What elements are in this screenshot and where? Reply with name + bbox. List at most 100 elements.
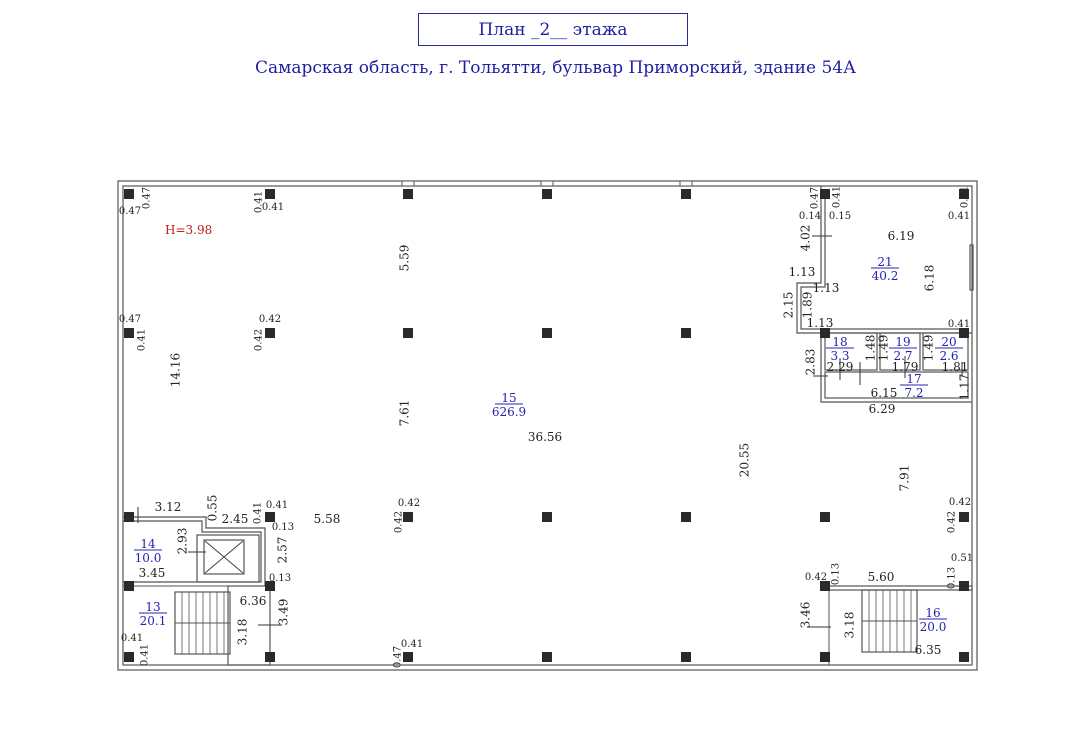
dimension-label: 0.15 — [829, 211, 851, 222]
dimension-label: 0.41 — [266, 500, 288, 511]
dimension-label: 3.18 — [236, 619, 250, 646]
column — [265, 328, 275, 338]
dimension-label: 3.49 — [277, 599, 291, 626]
room-labels: 15626.92140.2183.3192.7202.6177.21410.01… — [134, 255, 963, 634]
dimension-label: 1.17 — [958, 374, 972, 401]
column — [403, 189, 413, 199]
column — [959, 328, 969, 338]
column — [959, 512, 969, 522]
dimension-label: 3.46 — [799, 602, 813, 629]
dimension-label: 0.42 — [949, 497, 971, 508]
column — [820, 328, 830, 338]
column — [403, 328, 413, 338]
dimension-label: 0.47 — [142, 187, 153, 209]
dimension-label: 1.89 — [801, 292, 815, 319]
room-label-20: 202.6 — [935, 335, 963, 363]
room-number: 20 — [941, 335, 956, 349]
column — [542, 652, 552, 662]
dimension-label: 5.59 — [398, 245, 412, 272]
dimension-label: 0.41 — [262, 202, 284, 213]
dimension-label: 1.79 — [892, 360, 919, 374]
room-label-18: 183.3 — [826, 335, 854, 363]
column — [959, 652, 969, 662]
dimension-label: 0.47 — [119, 314, 141, 325]
dimension-label: 1.49 — [877, 335, 891, 362]
column — [820, 512, 830, 522]
column — [265, 189, 275, 199]
stair-steps — [181, 590, 912, 654]
dimension-label: 2.93 — [176, 528, 190, 555]
dimension-label: 0.47 — [810, 187, 821, 209]
dimension-label: 0.42 — [805, 572, 827, 583]
window — [401, 180, 415, 187]
column — [681, 189, 691, 199]
room-area: 626.9 — [492, 405, 526, 419]
dimension-label: 0.41 — [948, 211, 970, 222]
window — [679, 180, 693, 187]
dimension-label: 0.13 — [272, 522, 294, 533]
dimension-label: 0.41 — [121, 633, 143, 644]
room-area: 7.2 — [904, 386, 923, 400]
dimension-label: 0.13 — [831, 563, 842, 585]
column — [959, 189, 969, 199]
dimension-label: 0.47 — [119, 206, 141, 217]
dimension-label: 1.13 — [813, 281, 840, 295]
dimension-label: 0.41 — [140, 644, 151, 666]
column — [265, 581, 275, 591]
dimension-label: 36.56 — [528, 430, 562, 444]
dimension-label: 1.13 — [789, 265, 816, 279]
dimension-label: 0.41 — [401, 639, 423, 650]
dimension-label: 4.02 — [799, 225, 813, 252]
dimension-label: 2.83 — [804, 349, 818, 376]
dimension-label: 1.48 — [864, 335, 878, 362]
dimension-label: 0.42 — [394, 511, 405, 533]
dimension-label: 2.57 — [276, 537, 290, 564]
dimension-label: 3.45 — [139, 566, 166, 580]
dimension-label: 0.42 — [947, 511, 958, 533]
room-number: 16 — [925, 606, 940, 620]
dimension-label: 6.36 — [240, 594, 267, 608]
dimension-label: 20.55 — [738, 443, 752, 477]
dimension-label: 0.41 — [960, 186, 971, 208]
dimension-label: 6.29 — [869, 402, 896, 416]
column — [820, 581, 830, 591]
dimension-label: 6.15 — [871, 386, 898, 400]
dimension-label: 0.42 — [259, 314, 281, 325]
ceiling-height-label: H=3.98 — [165, 223, 212, 237]
dimension-label: 0.41 — [137, 329, 148, 351]
room-area: 10.0 — [135, 551, 162, 565]
dimension-label: 5.60 — [868, 570, 895, 584]
column — [681, 652, 691, 662]
dimension-label: 0.41 — [948, 319, 970, 330]
room-number: 14 — [140, 537, 156, 551]
column — [542, 189, 552, 199]
column — [124, 512, 134, 522]
column — [265, 512, 275, 522]
dimension-label: 0.41 — [253, 502, 264, 524]
column — [403, 512, 413, 522]
column — [681, 512, 691, 522]
dimension-label: 0.51 — [951, 553, 973, 564]
dimension-label: 2.45 — [222, 512, 249, 526]
address: Самарская область, г. Тольятти, бульвар … — [255, 58, 856, 78]
dimension-label: 6.19 — [888, 229, 915, 243]
window — [540, 180, 554, 187]
column — [265, 652, 275, 662]
dimension-label: 2.29 — [827, 360, 854, 374]
dimension-label: 7.61 — [398, 400, 412, 427]
room-number: 15 — [501, 391, 516, 405]
room-number: 19 — [895, 335, 910, 349]
dimension-label: 6.35 — [915, 643, 942, 657]
column — [124, 189, 134, 199]
room-area: 3.3 — [830, 349, 849, 363]
dimension-label: 2.15 — [782, 292, 796, 319]
dimension-label: 1.81 — [942, 360, 969, 374]
room-area: 40.2 — [872, 269, 899, 283]
dimension-label: 6.18 — [923, 265, 937, 292]
room-area: 2.6 — [939, 349, 958, 363]
